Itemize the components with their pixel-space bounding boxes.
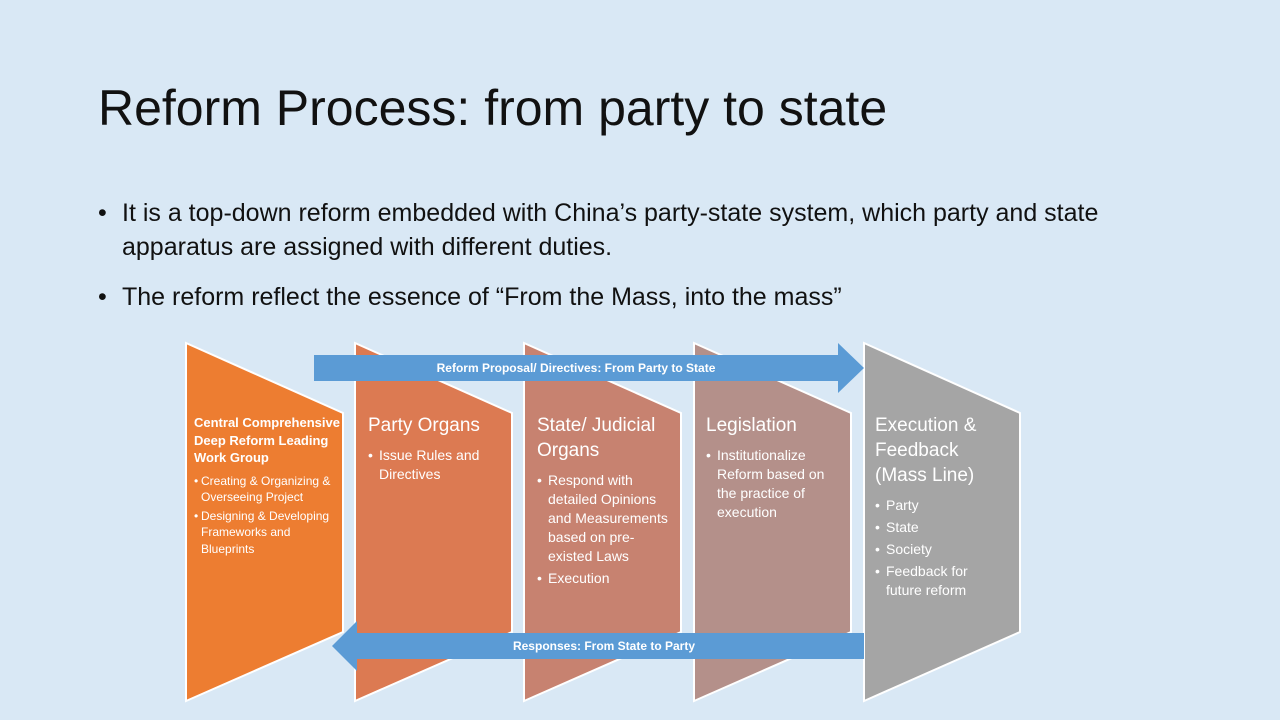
stage-item: Feedback for future reform (875, 562, 1005, 600)
bullet-item: The reform reflect the essence of “From … (98, 280, 1178, 314)
stage-1: Central Comprehensive Deep Reform Leadin… (194, 414, 340, 559)
stage-title: Execution & Feedback (Mass Line) (875, 415, 977, 486)
bullet-list: It is a top-down reform embedded with Ch… (98, 196, 1178, 330)
stage-shape-2 (354, 341, 513, 703)
forward-arrow-label: Reform Proposal/ Directives: From Party … (436, 361, 716, 375)
bullet-item: It is a top-down reform embedded with Ch… (98, 196, 1178, 264)
stage-2: Party Organs Issue Rules and Directives (368, 413, 502, 487)
stage-item: Institutionalize Reform based on the pra… (706, 446, 842, 522)
backward-arrow-label: Responses: From State to Party (512, 639, 696, 653)
stage-4: Legislation Institutionalize Reform base… (706, 413, 842, 525)
slide-title: Reform Process: from party to state (98, 80, 888, 136)
stage-title: Party Organs (368, 415, 480, 436)
stage-item: Issue Rules and Directives (368, 446, 502, 484)
stage-item: State (875, 518, 1005, 537)
backward-arrow (332, 621, 864, 671)
stage-item: Party (875, 496, 1005, 515)
stage-title: Central Comprehensive Deep Reform Leadin… (194, 415, 340, 465)
stage-item: Execution (537, 569, 673, 588)
stage-item: Creating & Organizing & Overseeing Proje… (194, 473, 340, 506)
stage-shape-4 (693, 341, 852, 703)
stage-item: Society (875, 540, 1005, 559)
stage-item: Respond with detailed Opinions and Measu… (537, 471, 673, 566)
stage-title: Legislation (706, 415, 797, 436)
stage-item: Designing & Developing Frameworks and Bl… (194, 508, 340, 558)
stage-5: Execution & Feedback (Mass Line) Party S… (875, 413, 1005, 603)
forward-arrow (314, 343, 864, 393)
stage-3: State/ Judicial Organs Respond with deta… (537, 413, 673, 591)
stage-title: State/ Judicial Organs (537, 415, 656, 461)
